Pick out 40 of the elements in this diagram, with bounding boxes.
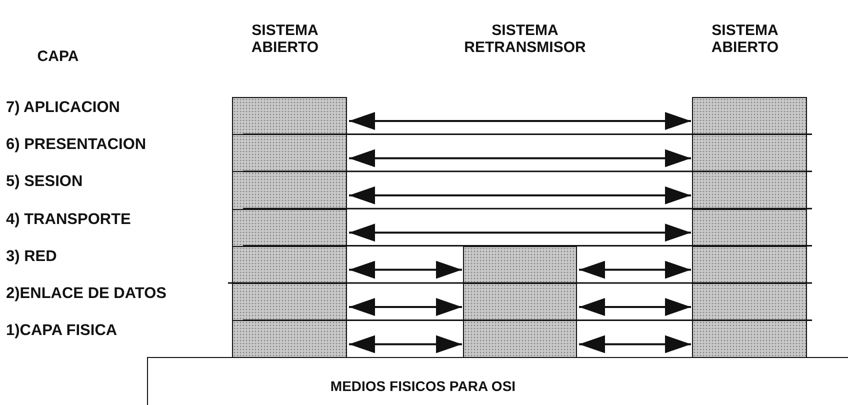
layer-box bbox=[232, 320, 347, 358]
double-arrow bbox=[579, 260, 691, 279]
layer-box bbox=[232, 208, 347, 247]
layer-box bbox=[232, 246, 347, 284]
media-label: MEDIOS FISICOS PARA OSI bbox=[329, 378, 517, 394]
layer-box bbox=[463, 283, 577, 322]
double-arrow bbox=[349, 298, 462, 316]
layer-name: 5) SESION bbox=[6, 173, 83, 192]
layer-header: CAPA bbox=[36, 48, 80, 65]
layer-name: 2)ENLACE DE DATOS bbox=[6, 285, 166, 303]
layer-box bbox=[232, 283, 347, 322]
layer-name: 3) RED bbox=[6, 248, 57, 266]
layer-name: 1)CAPA FISICA bbox=[6, 322, 118, 340]
layer-name: 6) PRESENTACION bbox=[6, 136, 146, 154]
layer-box bbox=[692, 97, 807, 136]
double-arrow bbox=[349, 149, 691, 168]
physical-media-box bbox=[147, 357, 848, 405]
layer-box bbox=[692, 320, 807, 358]
double-arrow bbox=[349, 335, 462, 354]
layer-box bbox=[692, 246, 807, 284]
layer-box bbox=[692, 171, 807, 210]
layer-box bbox=[232, 171, 347, 210]
layer-box bbox=[463, 320, 577, 358]
layer-box bbox=[692, 208, 807, 247]
layer-name: 4) TRANSPORTE bbox=[6, 210, 131, 229]
column-header: SISTEMA ABIERTO bbox=[250, 22, 320, 56]
double-arrow bbox=[349, 112, 691, 130]
layer-box bbox=[232, 97, 347, 136]
column-header: SISTEMA RETRANSMISOR bbox=[463, 22, 587, 56]
double-arrow bbox=[349, 260, 462, 279]
double-arrow bbox=[349, 224, 691, 242]
double-arrow bbox=[579, 335, 691, 354]
column-header: SISTEMA ABIERTO bbox=[710, 22, 780, 56]
double-arrow bbox=[579, 298, 691, 316]
layer-box bbox=[463, 246, 577, 284]
layer-box bbox=[232, 134, 347, 172]
double-arrow bbox=[349, 186, 691, 204]
layer-box bbox=[692, 283, 807, 322]
layer-name: 7) APLICACION bbox=[6, 99, 120, 117]
layer-box bbox=[692, 134, 807, 172]
